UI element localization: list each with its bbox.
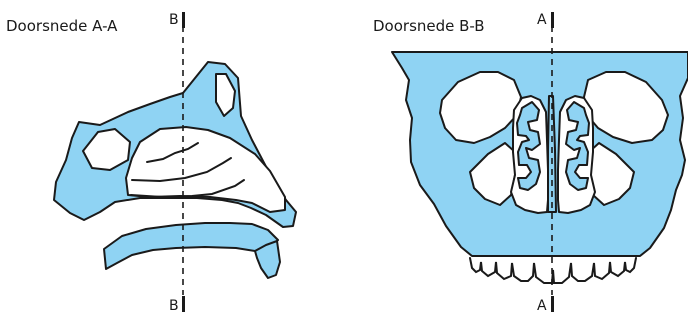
section-aa-marker-top-label: B <box>169 12 179 28</box>
section-aa-title: Doorsnede A-A <box>6 17 118 35</box>
section-bb-marker-bottom <box>551 296 554 312</box>
section-aa-palate <box>104 223 278 269</box>
section-aa-marker-bottom <box>182 296 185 312</box>
section-aa: Doorsnede A-A B B <box>6 12 296 314</box>
section-bb-title: Doorsnede B-B <box>373 17 485 35</box>
section-bb-teeth <box>470 258 636 283</box>
section-aa-marker-bottom-label: B <box>169 298 179 314</box>
section-bb: Doorsnede B-B A A <box>373 12 688 314</box>
section-bb-marker-top <box>551 12 554 28</box>
section-aa-marker-top <box>182 12 185 28</box>
section-bb-marker-bottom-label: A <box>537 298 547 314</box>
section-bb-marker-top-label: A <box>537 12 547 28</box>
